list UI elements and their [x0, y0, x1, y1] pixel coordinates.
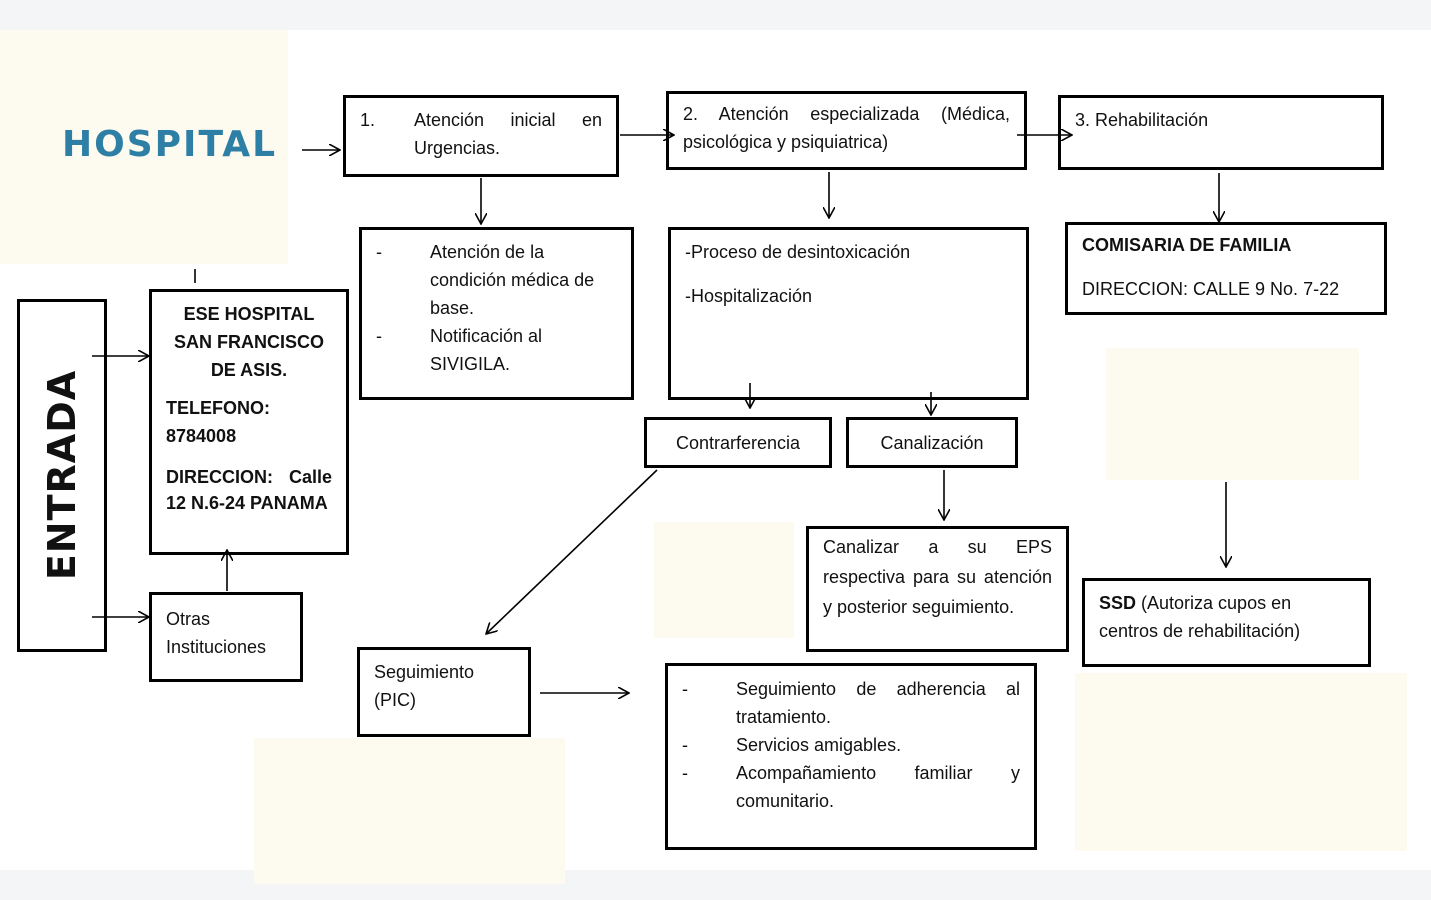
cream-panel-bottom-right — [1075, 673, 1407, 851]
seguimiento-pic-box: Seguimiento (PIC) — [357, 647, 531, 737]
ssd-box: SSD (Autoriza cupos en centros de rehabi… — [1082, 578, 1371, 667]
hospital-title: HOSPITAL — [62, 124, 278, 165]
step2-text: 2. Atención especializada (Médica, psico… — [683, 104, 1010, 152]
seguimiento-details-box: Seguimiento de adherencia al tratamiento… — [665, 663, 1037, 850]
step1-box: 1. Atención inicial en Urgencias. — [343, 95, 619, 177]
seguimiento-detail-item: Servicios amigables. — [682, 731, 1020, 759]
step1-details-box: Atención de la condición médica de base.… — [359, 227, 634, 400]
cream-panel-bottom-left — [254, 738, 565, 884]
step3-box: 3. Rehabilitación — [1058, 95, 1384, 170]
otras-instituciones-box: Otras Instituciones — [149, 592, 303, 682]
arrow-contrarferencia-to-seguimiento — [486, 469, 658, 634]
step2-detail-item: -Proceso de desintoxicación — [685, 242, 911, 262]
ese-direccion: DIRECCION: Calle 12 N.6-24 PANAMA — [166, 467, 332, 513]
comisaria-direccion: DIRECCION: CALLE 9 No. 7-22 — [1082, 279, 1340, 299]
seguimiento-detail-item: Seguimiento de adherencia al tratamiento… — [682, 675, 1020, 731]
ssd-text: (Autoriza cupos en centros de rehabilita… — [1099, 593, 1301, 641]
entrada-box — [17, 299, 107, 652]
seguimiento-detail-item: Acompañamiento familiar y comunitario. — [682, 759, 1020, 815]
contrarferencia-box: Contrarferencia — [644, 417, 832, 468]
otras-instituciones-text: Otras Instituciones — [166, 609, 267, 657]
cream-panel-middle — [654, 522, 794, 638]
ese-hospital-box: ESE HOSPITAL SAN FRANCISCO DE ASIS. TELE… — [149, 289, 349, 555]
cream-panel-hospital — [0, 30, 288, 264]
step1-detail-item: Atención de la condición médica de base. — [376, 238, 617, 322]
contrarferencia-label: Contrarferencia — [675, 433, 801, 453]
canalizar-box: Canalizar a su EPS respectiva para su at… — [806, 526, 1069, 652]
canalizacion-box: Canalización — [846, 417, 1018, 468]
step2-detail-item: -Hospitalización — [685, 286, 813, 306]
ssd-label: SSD — [1099, 593, 1137, 613]
ese-telefono: TELEFONO: 8784008 — [166, 398, 270, 446]
step1-detail-item: Notificación al SIVIGILA. — [376, 322, 617, 378]
comisaria-title: COMISARIA DE FAMILIA — [1082, 235, 1292, 255]
bottom-strip — [0, 870, 1431, 900]
step3-text: 3. Rehabilitación — [1075, 110, 1209, 130]
seguimiento-pic-text: Seguimiento (PIC) — [374, 662, 475, 710]
cream-panel-right-top — [1106, 348, 1359, 480]
step2-details-box: -Proceso de desintoxicación -Hospitaliza… — [668, 227, 1029, 400]
step2-box: 2. Atención especializada (Médica, psico… — [666, 91, 1027, 170]
ese-hospital-name: ESE HOSPITAL SAN FRANCISCO DE ASIS. — [173, 304, 324, 380]
top-strip — [0, 0, 1431, 30]
comisaria-box: COMISARIA DE FAMILIA DIRECCION: CALLE 9 … — [1065, 222, 1387, 315]
step1-text: Atención inicial en Urgencias. — [414, 110, 602, 158]
entrada-label: ENTRADA — [40, 369, 84, 581]
canalizar-text: Canalizar a su EPS respectiva para su at… — [823, 537, 1052, 617]
canalizacion-label: Canalización — [880, 433, 984, 453]
step1-number: 1. — [360, 110, 376, 130]
